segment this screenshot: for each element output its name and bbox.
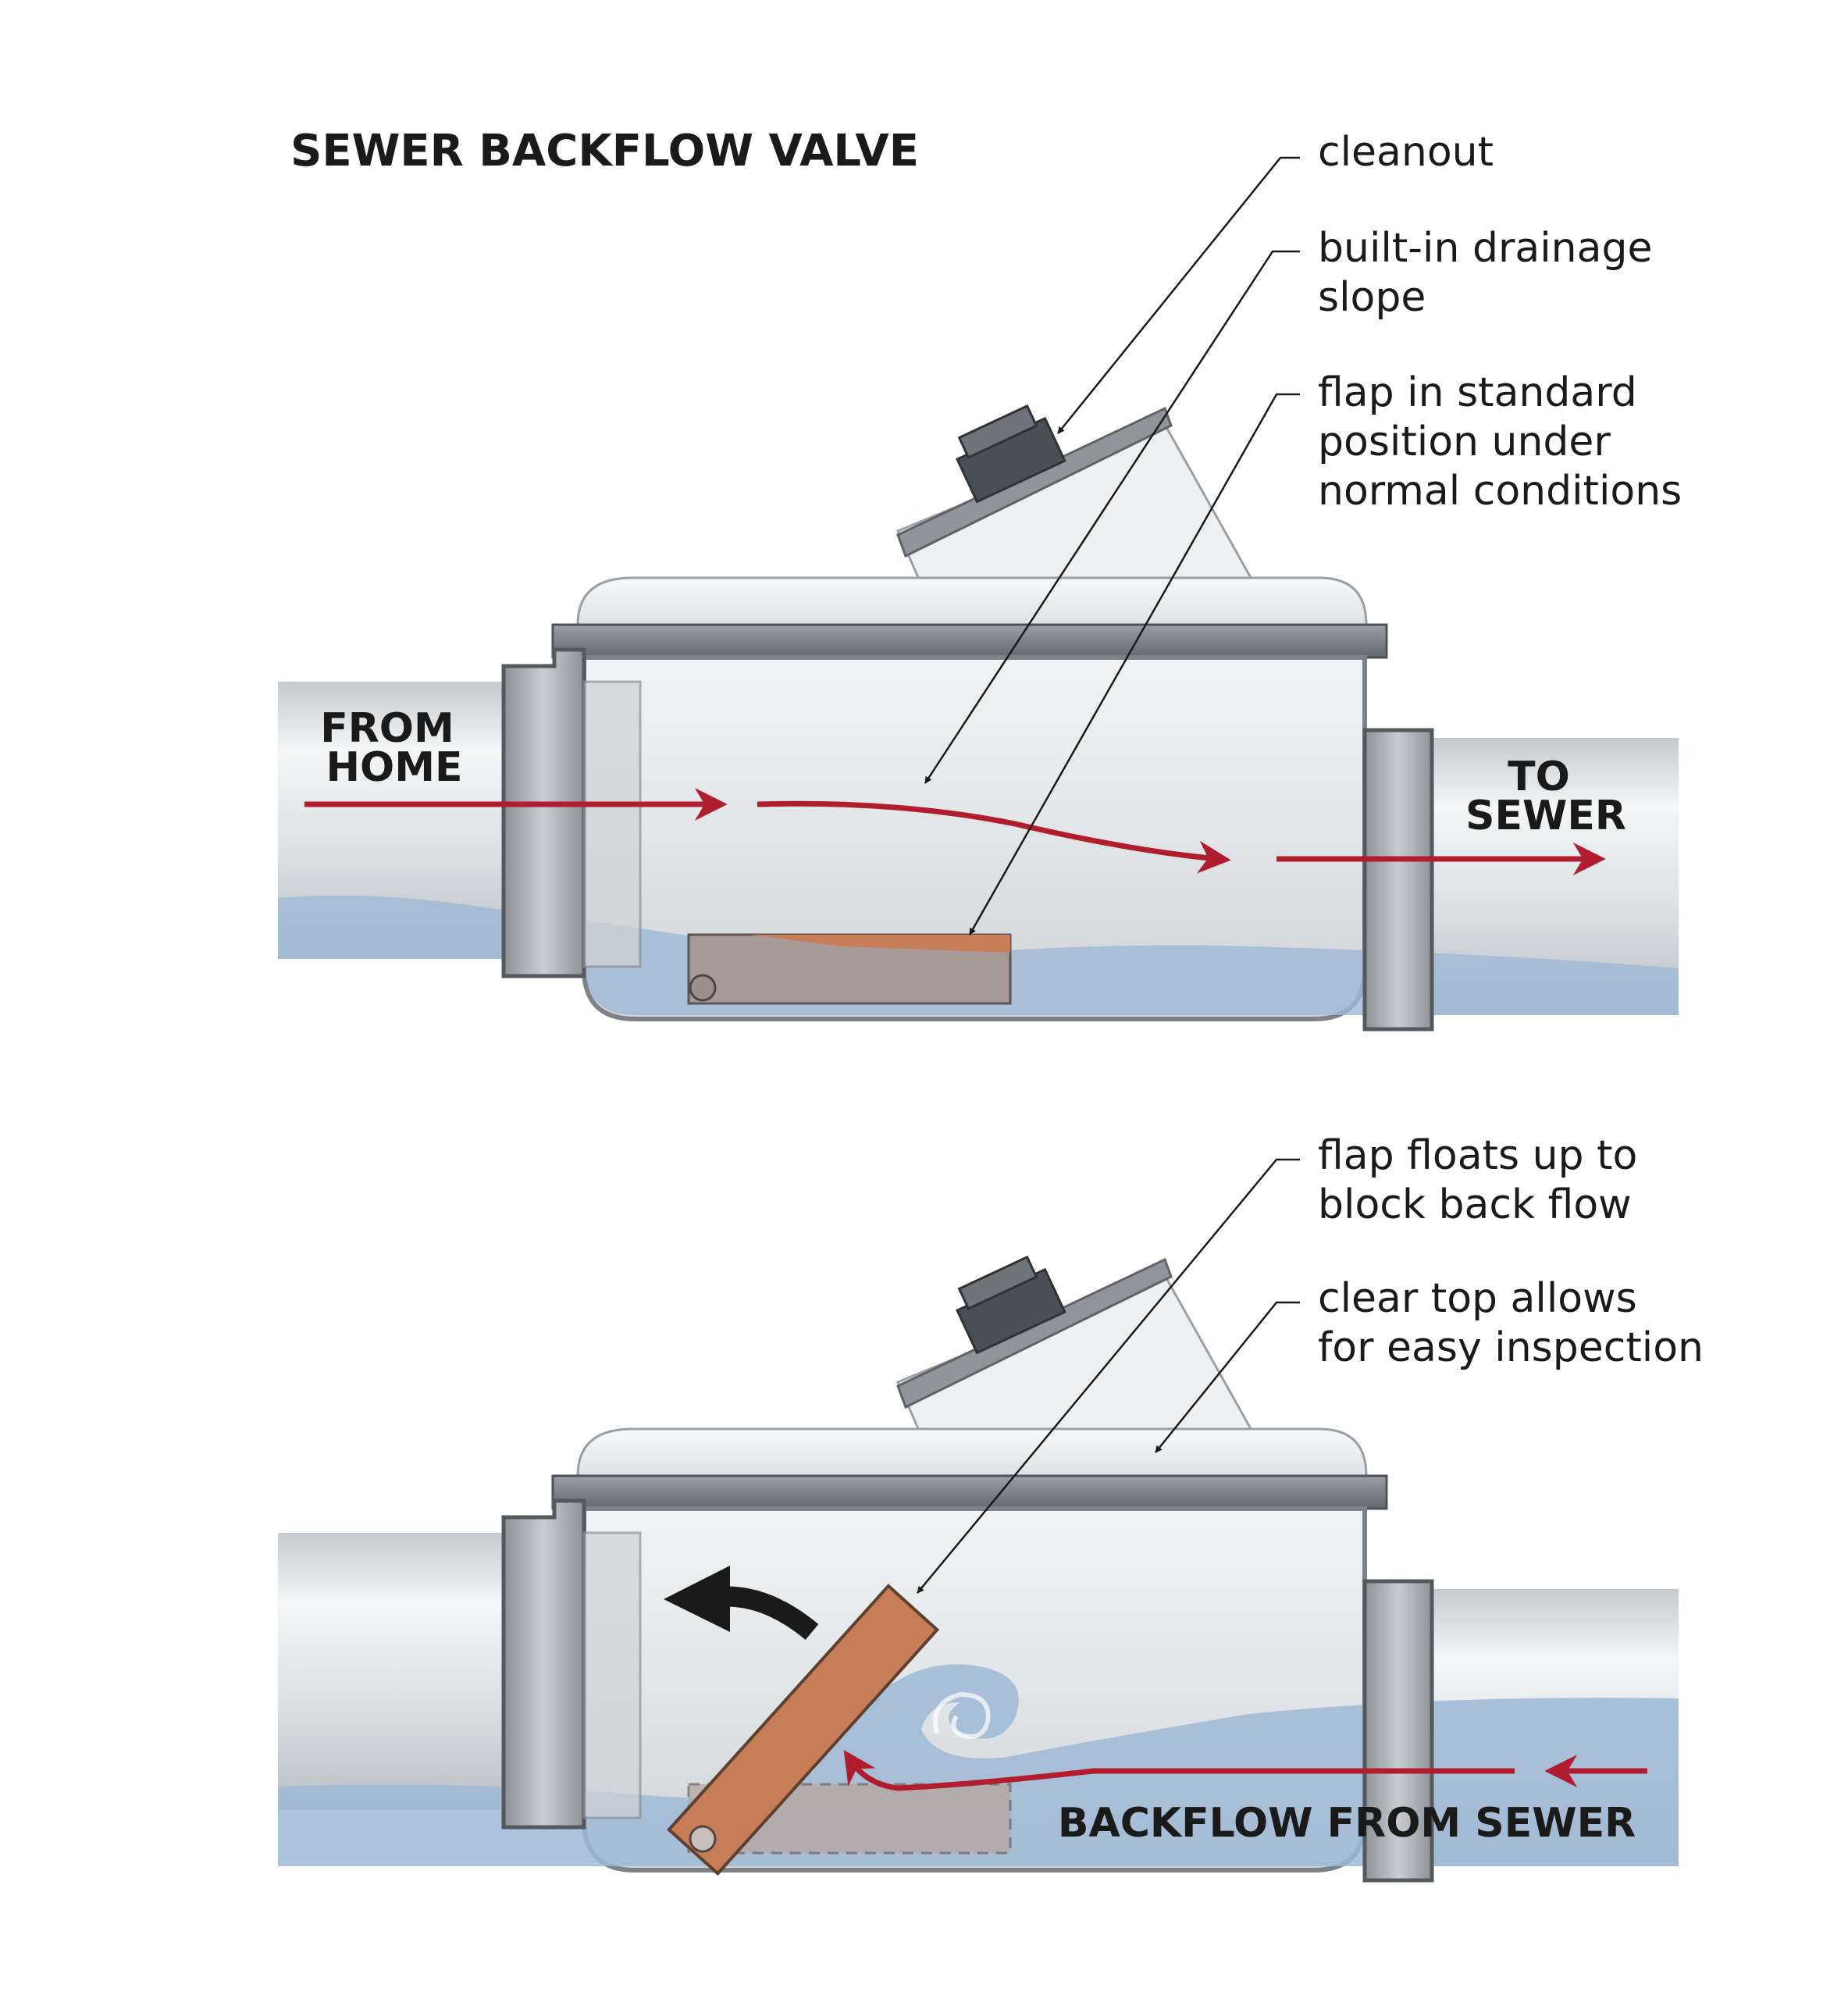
cleanout-neck — [896, 420, 1255, 595]
callout-flap-standard: flap in standard position under normal c… — [1318, 369, 1682, 515]
cleanout-neck-bottom — [896, 1271, 1255, 1446]
lid-rim-bottom — [551, 1474, 1388, 1510]
cleanout-plug — [956, 404, 1066, 504]
leader-cleanout — [1057, 156, 1300, 434]
flap-raised — [667, 1584, 940, 1876]
backflow-label: BACKFLOW FROM SEWER — [1058, 1800, 1636, 1847]
top-valve: FROM HOME TO SEWER cleanout built-in dra… — [278, 129, 1682, 1032]
outlet-collar — [1362, 728, 1434, 1032]
flap-top-edge — [750, 935, 1010, 953]
bottom-valve: BACKFLOW FROM SEWER flap floats up to bl… — [278, 1132, 1704, 1883]
clear-dome — [576, 576, 1368, 626]
leader-drainage-slope — [924, 250, 1300, 784]
flap-rotation-arrowhead — [664, 1566, 730, 1632]
callout-flap-floats: flap floats up to block back flow — [1318, 1132, 1650, 1228]
flap-hinge-bottom — [689, 1825, 717, 1853]
clear-dome-bottom — [576, 1427, 1368, 1477]
inlet-collar-bottom — [501, 1498, 586, 1830]
inlet-collar — [501, 647, 586, 978]
callout-clear-top: clear top allows for easy inspection — [1318, 1275, 1704, 1371]
cleanout-plug-bottom — [956, 1255, 1066, 1355]
inlet-sleeve-bottom — [582, 1531, 642, 1819]
leader-clear-top — [1155, 1301, 1300, 1453]
flow-arrow-through — [757, 800, 1231, 874]
to-sewer-label: TO SEWER — [1465, 754, 1626, 839]
diagram-title: SEWER BACKFLOW VALVE — [290, 126, 919, 176]
water-swirl — [933, 1691, 991, 1739]
cleanout-cap-bottom — [896, 1257, 1173, 1409]
inlet-pipe-bottom — [278, 1533, 512, 1810]
flap-hinge — [689, 974, 717, 1002]
callout-drainage-slope: built-in drainage slope — [1318, 225, 1665, 321]
lid-rim — [551, 623, 1388, 659]
backflow-arrow-valve — [843, 1750, 1515, 1791]
inlet-sleeve — [582, 680, 642, 968]
cleanout-cap — [896, 406, 1173, 558]
callout-cleanout: cleanout — [1318, 129, 1494, 176]
leader-flap-floats — [917, 1158, 1300, 1594]
from-home-label: FROM HOME — [320, 705, 468, 791]
leader-flap-standard — [968, 393, 1300, 935]
outlet-collar-bottom — [1362, 1579, 1434, 1883]
